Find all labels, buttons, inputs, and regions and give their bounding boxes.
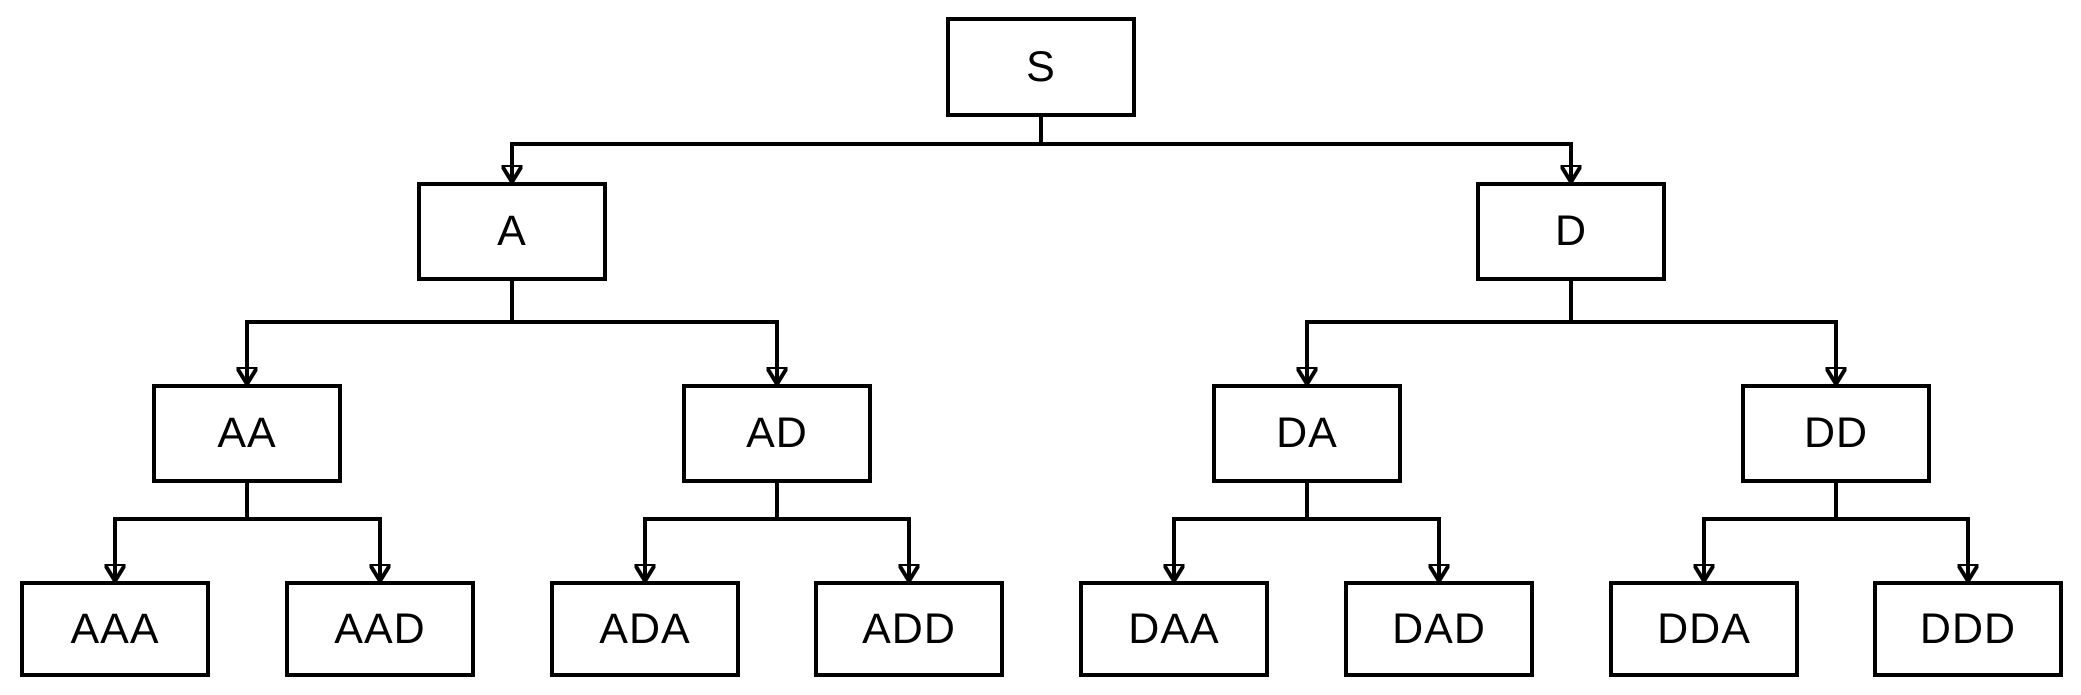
tree-node-ada: ADA <box>550 581 740 677</box>
edge-bus-da <box>1172 481 1441 521</box>
tree-node-daa: DAA <box>1079 581 1269 677</box>
tree-node-aa: AA <box>152 384 342 483</box>
tree-node-aad: AAD <box>285 581 475 677</box>
edges-from-a <box>245 279 779 384</box>
tree-node-a: A <box>417 182 607 281</box>
edges-from-s <box>510 115 1573 182</box>
tree-node-dad: DAD <box>1344 581 1534 677</box>
tree-node-dda: DDA <box>1609 581 1799 677</box>
edge-bus-d <box>1305 279 1838 324</box>
edge-bus-ad <box>643 481 911 521</box>
tree-node-d: D <box>1476 182 1666 281</box>
tree-node-ad: AD <box>682 384 872 483</box>
edge-bus-dd <box>1702 481 1970 521</box>
edge-bus-a <box>245 279 779 324</box>
edge-bus-aa <box>113 481 382 521</box>
edges-from-aa <box>113 481 382 581</box>
tree-node-s: S <box>946 17 1136 117</box>
edges-from-dd <box>1702 481 1970 581</box>
tree-node-dd: DD <box>1741 384 1931 483</box>
tree-node-add: ADD <box>814 581 1004 677</box>
edges-from-d <box>1305 279 1838 384</box>
tree-node-ddd: DDD <box>1873 581 2063 677</box>
edges-from-da <box>1172 481 1441 581</box>
tree-node-da: DA <box>1212 384 1402 483</box>
edges-from-ad <box>643 481 911 581</box>
edge-bus-s <box>510 115 1573 146</box>
tree-node-aaa: AAA <box>20 581 210 677</box>
connectors <box>113 115 1970 581</box>
